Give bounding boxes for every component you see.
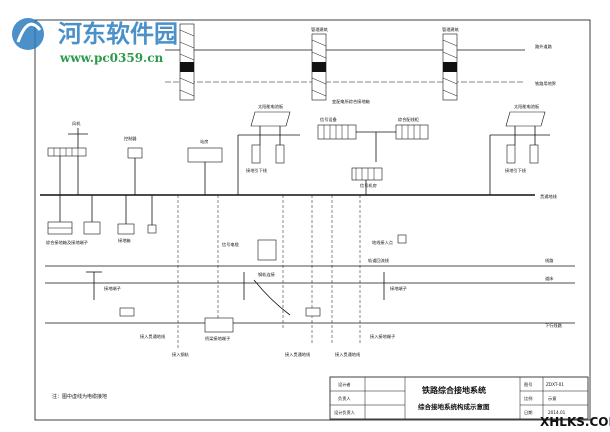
svg-text:信号机房: 信号机房 [360, 182, 377, 189]
dashed-connections [177, 195, 361, 350]
building-label-2: 管理建筑 [442, 26, 460, 33]
svg-text:太阳能电池板: 太阳能电池板 [514, 103, 540, 110]
road-label: 路外道路 [535, 43, 553, 50]
bottom-label-2: 接入钢轨 [172, 351, 190, 358]
svg-text:风机: 风机 [72, 120, 81, 127]
building-column-2: 管理建筑 [311, 26, 329, 101]
catenary-pole-1: 接地端子 [86, 271, 121, 300]
drawing-no-label: 图号 [524, 382, 532, 388]
svg-text:接地端子: 接地端子 [104, 285, 121, 292]
track-label: 线路 [545, 257, 554, 264]
power-room: 变配电所综合接地箱 信号设备 综合配线柜 信号机房 [317, 98, 429, 195]
bottom-label-3: 接入贯通地线 [285, 351, 311, 358]
footer-watermark: XHLKS.COM [540, 415, 610, 429]
building-column-1 [179, 23, 195, 101]
drawing-note: 注：图中虚线为电缆接地 [52, 393, 107, 400]
boundary-label: 铁路用地界 [535, 80, 557, 87]
svg-text:控制器: 控制器 [124, 135, 137, 142]
sleeper-label: 下行线路 [545, 322, 563, 329]
drawing-frame [34, 19, 591, 421]
svg-text:信号电缆: 信号电缆 [222, 241, 240, 248]
bottom-label-5: 接入接地端子 [370, 333, 395, 340]
drawing-no-value: ZDXT-01 [546, 382, 564, 387]
svg-text:轨道回流线: 轨道回流线 [368, 257, 390, 264]
watermark-site-url: www.pc0359.cn [59, 51, 164, 65]
controller-unit: 控制器 [124, 135, 143, 195]
building-column-3: 管理建筑 [442, 26, 460, 101]
lower-grounding-left: 综合接地箱及接地端子 [46, 195, 101, 246]
platform-right [305, 307, 321, 317]
svg-text:接地引下线: 接地引下线 [246, 167, 268, 174]
svg-text:钢轨连接: 钢轨连接 [258, 271, 276, 278]
svg-text:站房: 站房 [200, 138, 208, 145]
date-label: 日期 [524, 410, 532, 416]
svg-text:综合接地箱及接地端子: 综合接地箱及接地端子 [46, 239, 88, 246]
title-block: 设计者 负责人 设计负责人 铁路综合接地系统 综合接地系统构成示意图 图号 ZD… [329, 376, 589, 420]
svg-text:接地箱: 接地箱 [118, 237, 131, 244]
solar-panel-mid: 太阳能电池板 接地引下线 [237, 103, 300, 195]
catenary-pole-2: 钢轨连接 [243, 271, 291, 316]
logo-circle-icon [12, 18, 44, 50]
svg-text:综合配线柜: 综合配线柜 [398, 116, 419, 123]
platform-left [119, 307, 135, 317]
svg-text:变配电所综合接地箱: 变配电所综合接地箱 [332, 98, 370, 105]
solar-panel-left: 风机 [47, 120, 88, 195]
watermark-logo: 河东软件园 www.pc0359.cn [12, 18, 178, 65]
watermark-site-name: 河东软件园 [58, 19, 178, 48]
drawing-title-2: 综合接地系统构成示意图 [418, 402, 490, 411]
station-room: 站房 [187, 138, 223, 195]
svg-text:接地端子: 接地端子 [390, 285, 407, 292]
designer-label: 设计者 [338, 381, 351, 388]
drawing-title-1: 铁路综合接地系统 [422, 385, 486, 395]
platform-mid [204, 317, 234, 333]
building-label-1: 管理建筑 [311, 26, 329, 33]
svg-text:接地引下线: 接地引下线 [505, 167, 527, 174]
solar-panel-right: 太阳能电池板 接地引下线 [489, 103, 550, 195]
scale-label: 比例 [524, 395, 532, 402]
scale-value: 示意 [548, 395, 556, 401]
svg-text:信号设备: 信号设备 [320, 116, 338, 123]
svg-text:地线接入点: 地线接入点 [372, 239, 393, 246]
bridge-note: 桥梁接地端子 [205, 335, 230, 342]
lower-box-1: 接地箱 [117, 195, 157, 244]
svg-text:太阳能电池板: 太阳能电池板 [258, 103, 284, 110]
ballast-label: 道床 [545, 275, 554, 282]
catenary-pole-3: 接地端子 [383, 272, 407, 300]
main-line-label: 贯通地线 [540, 193, 558, 200]
signal-cable-group: 信号电缆 地线接入点 轨道回流线 [222, 234, 407, 264]
date-value: 2014.01 [548, 410, 566, 415]
lead-label: 设计负责人 [334, 409, 356, 416]
bottom-label-4: 接入贯通地线 [335, 351, 361, 358]
bottom-label-1: 接入贯通地线 [140, 333, 166, 340]
manager-label: 负责人 [338, 395, 351, 402]
